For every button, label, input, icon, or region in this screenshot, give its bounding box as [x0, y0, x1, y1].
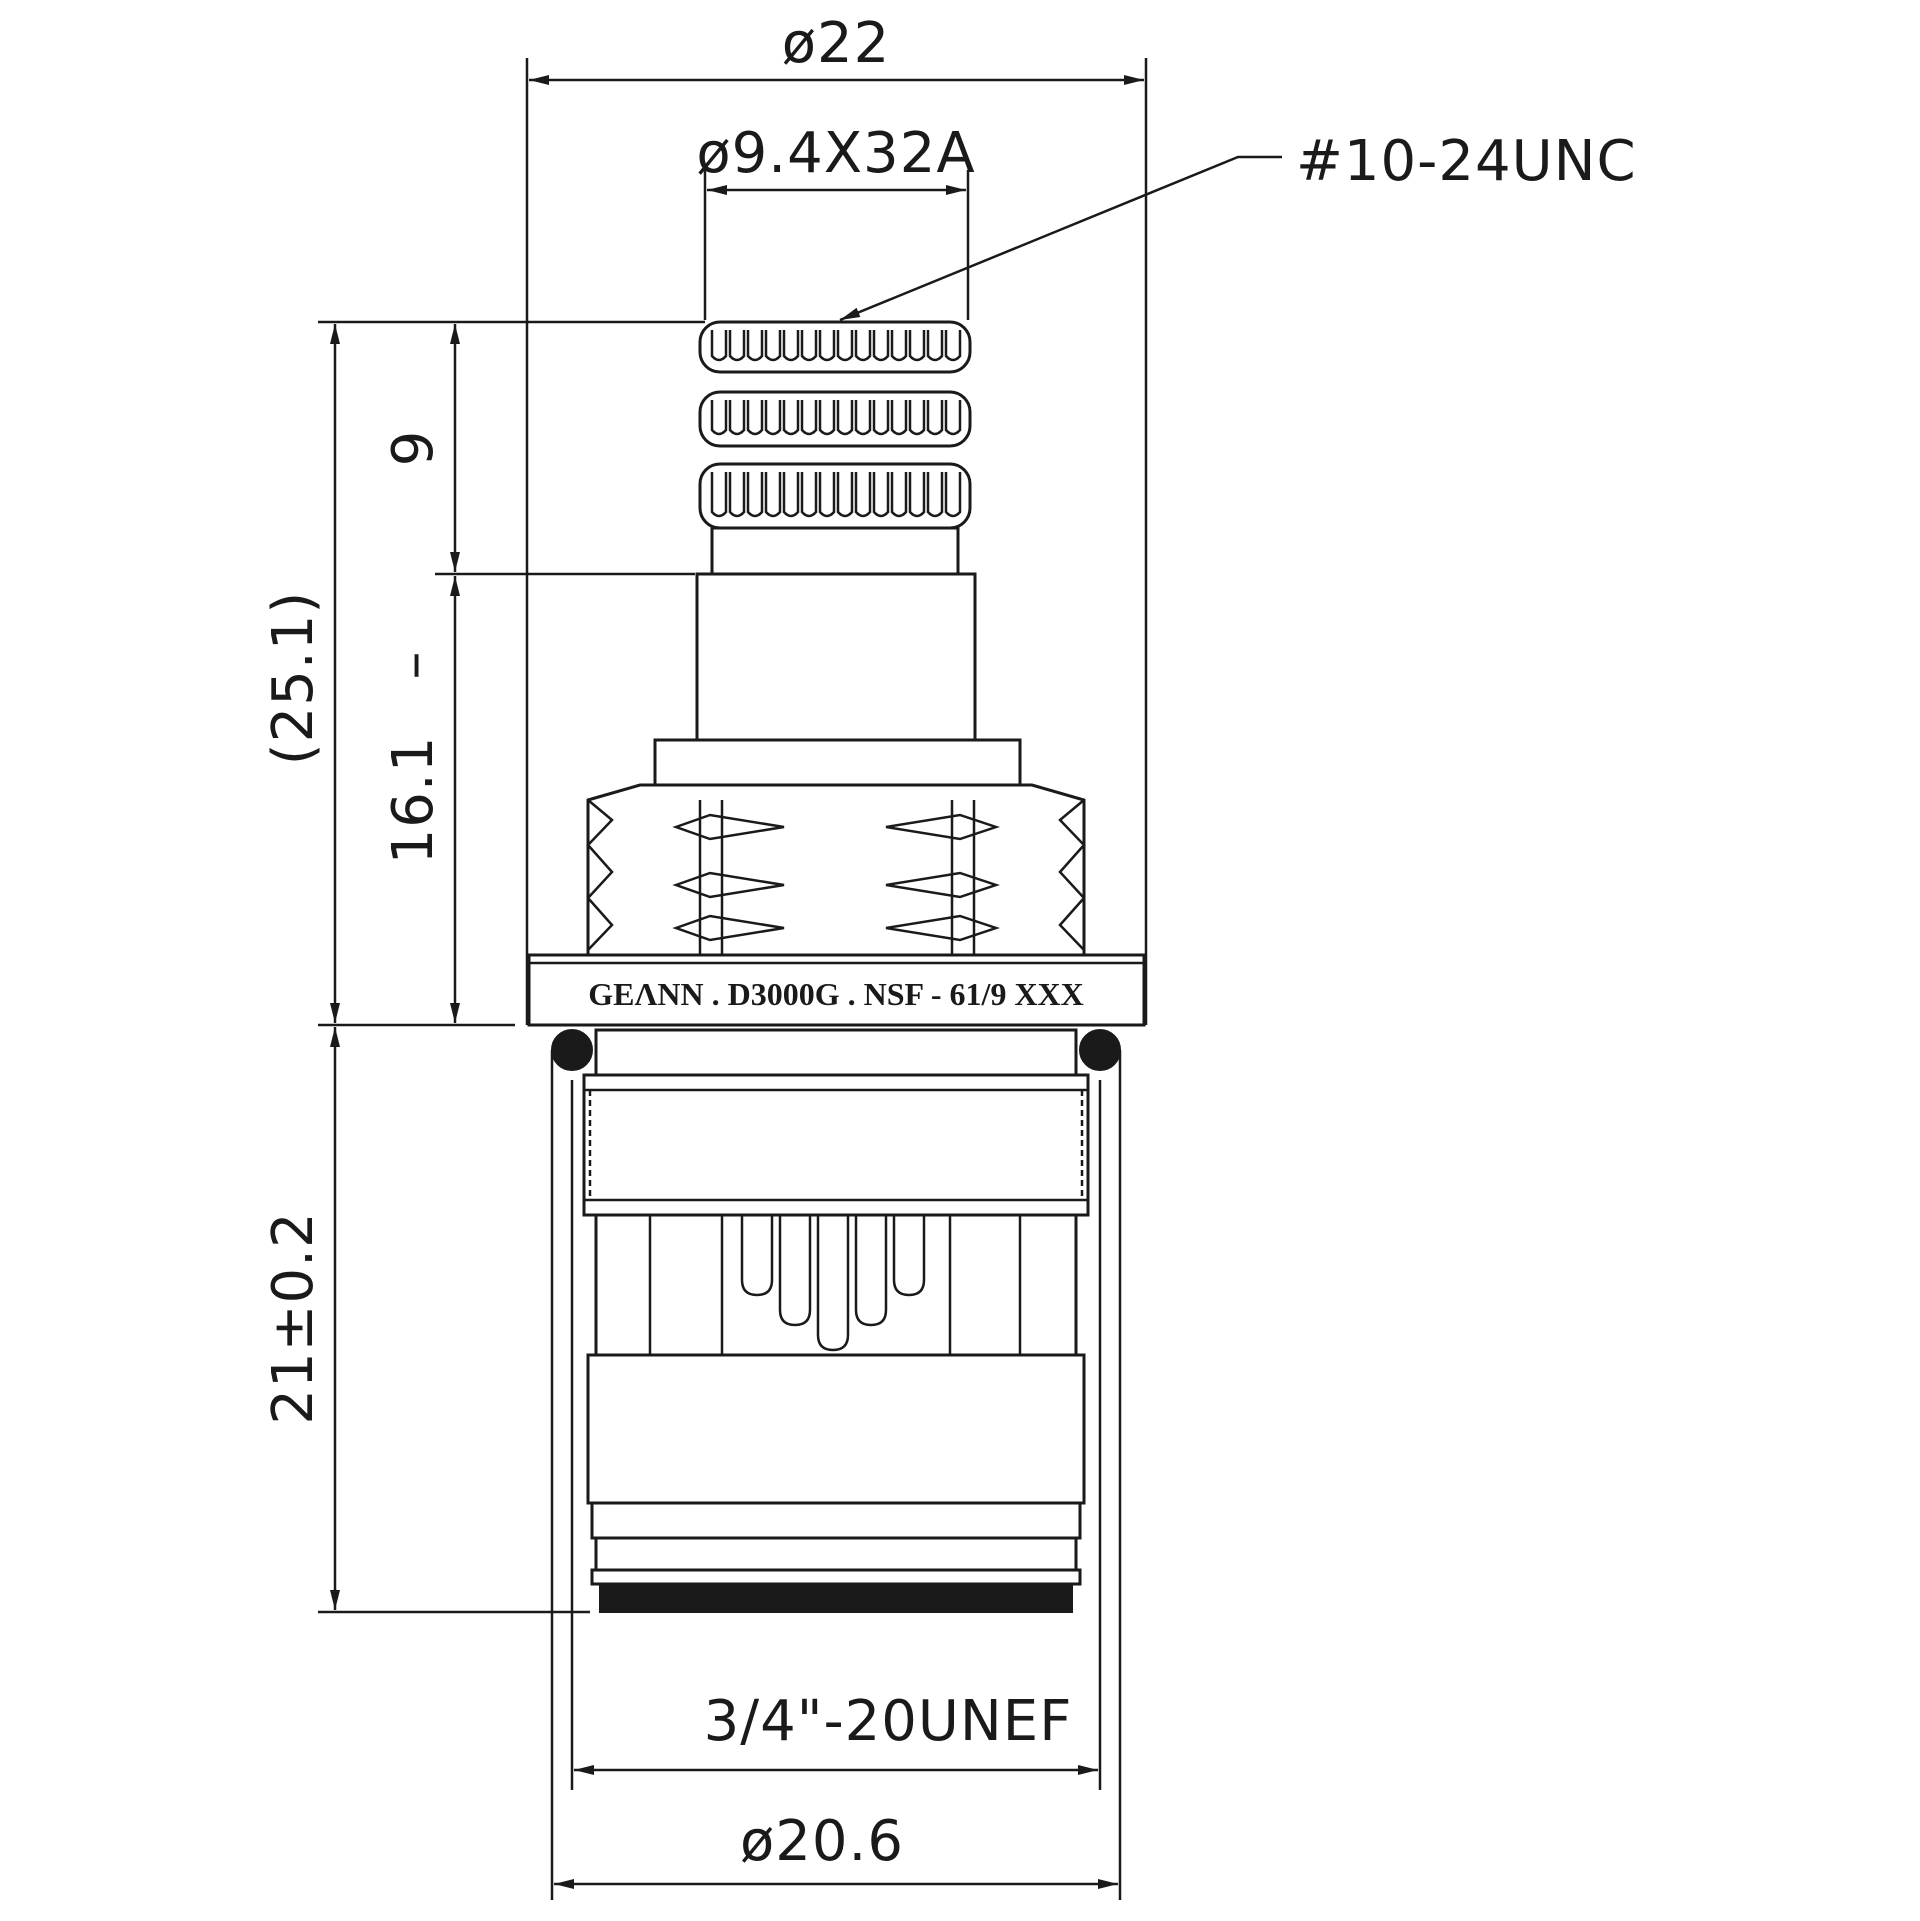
stem-height-label: 16.1 — [381, 736, 446, 865]
lower-body — [582, 1028, 1090, 1613]
hex-body — [586, 783, 1086, 957]
overall-ref-label: (25.1) — [261, 591, 326, 765]
base-thread-label: 3/4"-20UNEF — [704, 1689, 1073, 1754]
bottom-seal — [599, 1583, 1073, 1613]
thread-callout-label: #10-24UNC — [1296, 129, 1637, 194]
marking-ring — [527, 953, 1146, 1027]
dimension-lines — [318, 58, 1282, 1900]
cartridge-body: GEΛNN . D3000G . NSF - 61/9 XXX — [527, 320, 1146, 1613]
spline-height-label: 9 — [381, 430, 446, 467]
stem-tolerance-label: – — [381, 651, 446, 680]
nut-flange — [653, 738, 1022, 787]
spline-label: ø9.4X32A — [696, 121, 975, 186]
top-diameter-label: ø22 — [782, 11, 891, 76]
spline-stem — [698, 320, 972, 576]
marking-text: GEΛNN . D3000G . NSF - 61/9 XXX — [588, 976, 1084, 1012]
base-diameter-label: ø20.6 — [740, 1809, 904, 1874]
stem-collar — [695, 572, 977, 742]
o-ring-left — [551, 1029, 593, 1071]
o-ring-right — [1079, 1029, 1121, 1071]
lower-height-label: 21±0.2 — [261, 1211, 326, 1424]
